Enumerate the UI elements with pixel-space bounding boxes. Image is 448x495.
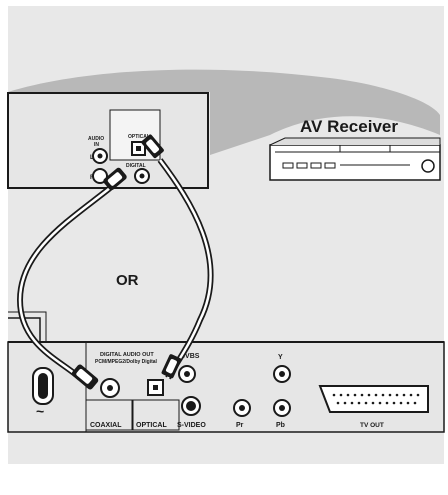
av-receiver-top (269, 137, 441, 146)
receiver-digital-jack-pin (139, 173, 145, 179)
y-label: Y (278, 354, 283, 361)
scart-connector (318, 385, 429, 413)
receiver-l-jack-pin (97, 153, 103, 159)
av-receiver-button-4 (324, 162, 336, 169)
coaxial-box (85, 399, 133, 431)
optical-port-inner (153, 385, 158, 390)
or-label: OR (116, 272, 139, 289)
receiver-audio-in-label: AUDIO (88, 136, 104, 142)
tvout-label: TV OUT (360, 422, 384, 429)
av-receiver-title: AV Receiver (300, 117, 398, 136)
cvbs-label: CVBS (180, 353, 200, 360)
svideo-label: S-VIDEO (177, 422, 206, 429)
cvbs-jack-pin (184, 371, 190, 377)
av-receiver-box (269, 144, 441, 181)
coaxial-label: COAXIAL (90, 422, 122, 429)
y-jack-pin (279, 371, 285, 377)
mains-cord (8, 317, 41, 342)
pr-jack-pin (239, 405, 245, 411)
receiver-r-label: R (90, 175, 95, 181)
receiver-optical-label: OPTICAL (128, 134, 150, 140)
digital-audio-out-sub: PCM/MPEG2/Dolby Digital (95, 359, 158, 365)
coaxial-plug-top (103, 167, 127, 191)
pr-label: Pr (236, 422, 244, 429)
svideo-jack-inner (186, 401, 196, 411)
receiver-audio-in-label-2: IN (94, 142, 99, 148)
mains-symbol: ~ (36, 403, 44, 419)
digital-audio-out-label: DIGITAL AUDIO OUT (100, 352, 154, 358)
receiver-shadow-shape (8, 69, 440, 155)
mains-socket-inner (38, 373, 48, 399)
receiver-optical-port-inner (136, 146, 141, 151)
pb-jack-pin (279, 405, 285, 411)
av-receiver-knob (421, 159, 435, 173)
av-receiver-button-2 (296, 162, 308, 169)
optical-box (132, 399, 180, 431)
coaxial-jack-pin (107, 385, 113, 391)
scart-pins (332, 393, 420, 405)
pb-label: Pb (276, 422, 285, 429)
optical-label: OPTICAL (136, 422, 167, 429)
optical-plug-bottom (161, 354, 182, 379)
av-receiver-button-3 (310, 162, 322, 169)
receiver-l-label: L (90, 155, 94, 161)
coaxial-cable (18, 187, 111, 379)
av-receiver-button-1 (282, 162, 294, 169)
coaxial-plug-bottom (71, 364, 99, 390)
receiver-r-jack (92, 168, 108, 184)
optical-plug-top (141, 134, 164, 159)
receiver-digital-label: DIGITAL (126, 163, 146, 169)
receiver-back-panel (7, 92, 209, 189)
